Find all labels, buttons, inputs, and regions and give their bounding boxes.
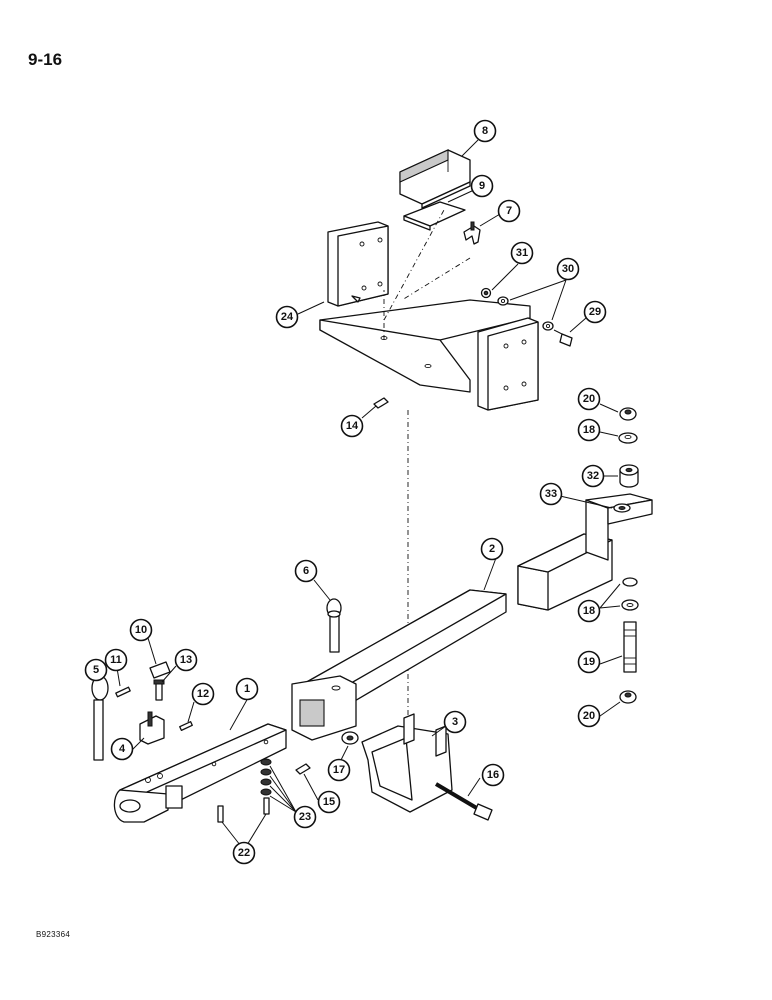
svg-text:9: 9 <box>479 180 485 192</box>
svg-text:33: 33 <box>545 488 557 500</box>
svg-text:3: 3 <box>452 716 458 728</box>
svg-text:24: 24 <box>281 311 294 323</box>
svg-text:11: 11 <box>110 654 122 666</box>
svg-text:17: 17 <box>333 764 345 776</box>
part-13-screw <box>153 679 165 701</box>
figure-code: B923364 <box>36 930 71 939</box>
part-1-drawbar <box>113 723 287 823</box>
callout-19: 19 <box>577 650 601 674</box>
part-4-clevis-bracket <box>139 711 165 745</box>
svg-text:19: 19 <box>583 656 595 668</box>
svg-text:18: 18 <box>583 605 595 617</box>
callout-8: 8 <box>473 119 497 143</box>
svg-text:18: 18 <box>583 424 595 436</box>
svg-text:32: 32 <box>587 470 599 482</box>
main-drawbar-tube <box>291 589 507 741</box>
part-29-bolt <box>553 329 573 347</box>
part-18-washer-bottom <box>621 577 639 611</box>
part-17-bushing <box>341 731 359 745</box>
svg-text:1: 1 <box>244 683 250 695</box>
assembly-line <box>383 209 445 321</box>
assembly-line <box>401 257 471 301</box>
part-22-bolts <box>217 797 270 823</box>
callout-14: 14 <box>340 414 364 438</box>
part-23-washers <box>260 758 272 796</box>
svg-text:6: 6 <box>303 565 309 577</box>
svg-text:16: 16 <box>487 769 499 781</box>
callout-20-top: 20 <box>577 387 601 411</box>
part-6-pin <box>326 598 342 653</box>
page-number: 9-16 <box>28 50 63 69</box>
svg-text:23: 23 <box>299 811 311 823</box>
callout-7: 7 <box>497 199 521 223</box>
callout-1: 1 <box>235 677 259 701</box>
callout-9: 9 <box>470 174 494 198</box>
callout-33: 33 <box>539 482 563 506</box>
part-12-pin <box>179 721 193 731</box>
callout-16: 16 <box>481 763 505 787</box>
callout-23: 23 <box>293 805 317 829</box>
part-18-washer-top <box>618 432 638 444</box>
part-5-hitch-pin <box>91 675 109 761</box>
part-10-plate <box>149 661 171 679</box>
svg-text:5: 5 <box>93 664 99 676</box>
svg-text:22: 22 <box>238 847 250 859</box>
part-11-pin <box>115 686 131 698</box>
callout-29: 29 <box>583 300 607 324</box>
part-8-cover-cap <box>399 149 471 209</box>
svg-text:8: 8 <box>482 125 488 137</box>
svg-text:14: 14 <box>346 420 359 432</box>
callout-17: 17 <box>327 758 351 782</box>
part-20-nut-top <box>619 407 637 421</box>
callout-13: 13 <box>174 648 198 672</box>
part-20-nut-bottom <box>619 690 637 704</box>
part-31-nut <box>480 287 492 299</box>
callout-5: 5 <box>84 658 108 682</box>
part-15-clip <box>295 763 311 775</box>
svg-text:20: 20 <box>583 710 595 722</box>
svg-text:12: 12 <box>197 688 209 700</box>
svg-text:30: 30 <box>562 263 574 275</box>
callout-4: 4 <box>110 737 134 761</box>
callout-2: 2 <box>480 537 504 561</box>
callout-20-bottom: 20 <box>577 704 601 728</box>
callout-3: 3 <box>443 710 467 734</box>
callout-6: 6 <box>294 559 318 583</box>
svg-text:15: 15 <box>323 796 335 808</box>
part-30-washers <box>497 296 554 331</box>
callout-32: 32 <box>581 464 605 488</box>
callout-18-bottom: 18 <box>577 599 601 623</box>
callout-15: 15 <box>317 790 341 814</box>
svg-text:29: 29 <box>589 306 601 318</box>
part-14-clip <box>373 397 389 409</box>
part-19-stud <box>623 621 637 673</box>
callout-11: 11 <box>104 648 128 672</box>
callout-31: 31 <box>510 241 534 265</box>
svg-text:31: 31 <box>516 247 528 259</box>
callout-22: 22 <box>232 841 256 865</box>
callout-24: 24 <box>275 305 299 329</box>
svg-text:4: 4 <box>119 743 126 755</box>
part-16-bolt <box>434 782 493 821</box>
part-3-u-bracket <box>361 713 453 813</box>
part-24-bumper-frame <box>319 221 539 411</box>
callout-12: 12 <box>191 682 215 706</box>
callout-10: 10 <box>129 618 153 642</box>
svg-text:20: 20 <box>583 393 595 405</box>
callout-30: 30 <box>556 257 580 281</box>
svg-text:10: 10 <box>135 624 147 636</box>
svg-text:13: 13 <box>180 654 192 666</box>
part-2-extension-tube <box>517 493 653 611</box>
leader-lines <box>97 139 623 851</box>
svg-text:7: 7 <box>506 205 512 217</box>
part-9-pad <box>403 201 466 231</box>
callout-18-top: 18 <box>577 418 601 442</box>
svg-text:2: 2 <box>489 543 495 555</box>
part-7-latch <box>463 221 481 245</box>
part-32-spacer <box>619 464 639 488</box>
